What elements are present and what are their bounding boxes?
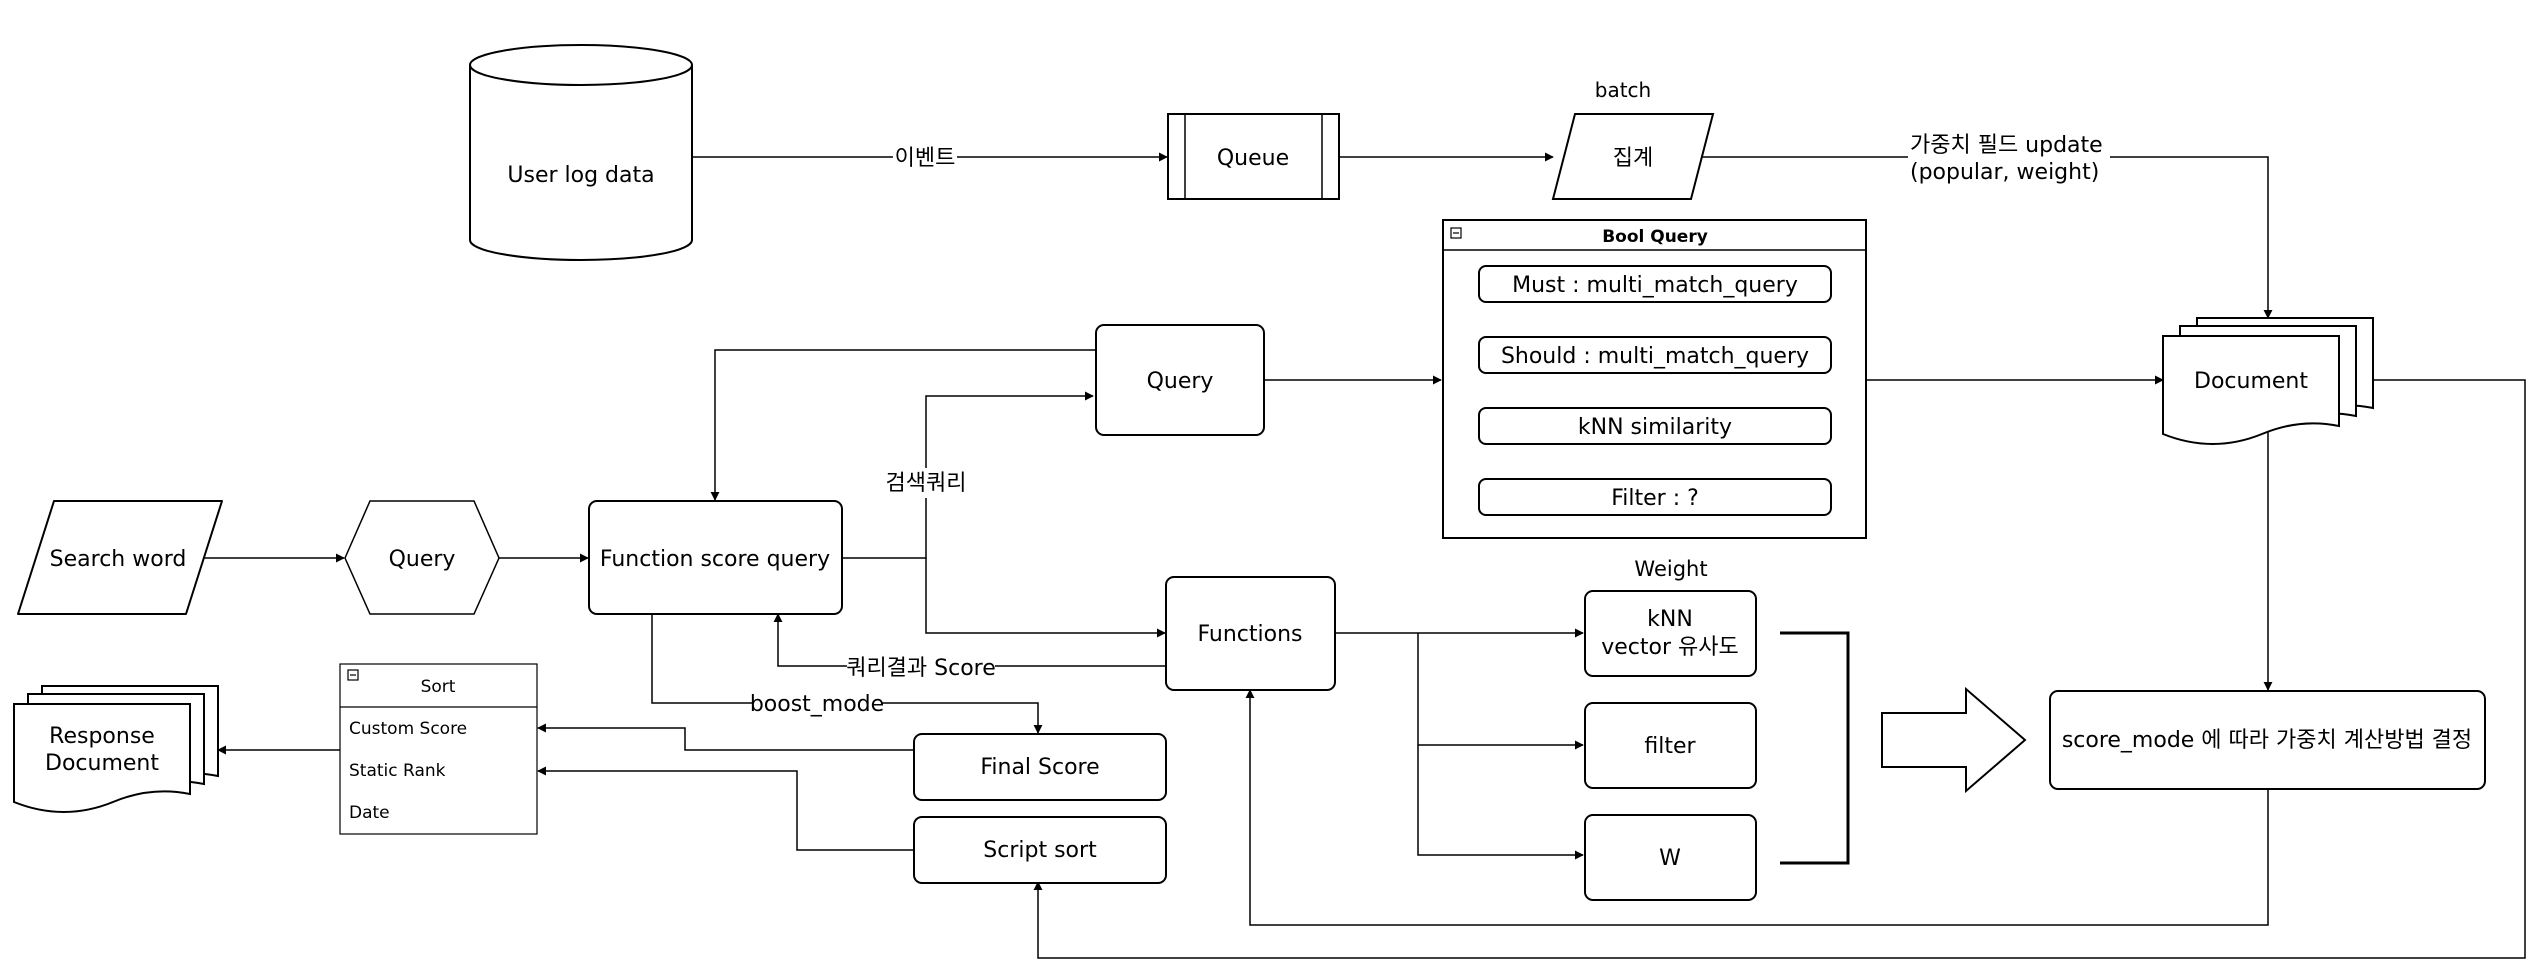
aggregate-label: 집계 (1613, 146, 1653, 171)
script-sort-node: Script sort (913, 816, 1167, 884)
queue-node: Queue (1167, 113, 1340, 200)
user-log-data-node: User log data (469, 44, 693, 261)
edge-score-mode-to-functions (1245, 689, 2269, 926)
weight-title: Weight (1634, 557, 1707, 581)
edges (200, 152, 2526, 959)
search-word-node: Search word (17, 500, 223, 615)
edge-label-search-query: 검색쿼리 (886, 471, 967, 496)
bool-query-should: Should : multi_match_query (1501, 344, 1809, 369)
weight-w-label: W (1659, 846, 1681, 871)
weight-filter-label: filter (1644, 734, 1696, 759)
response-document-node: Response Document (13, 685, 219, 813)
edge-function-score-to-query (843, 391, 1094, 559)
edge-label-boost-mode: boost_mode (750, 692, 884, 717)
edge-query-to-function-score-loop (710, 349, 1095, 501)
weight-w-node: W (1584, 814, 1757, 901)
edge-final-score-to-sort (537, 723, 913, 751)
edge-functions-to-function-score (773, 613, 1165, 667)
bool-query-knn: kNN similarity (1578, 415, 1732, 440)
document-label: Document (2194, 369, 2308, 394)
weight-knn-node: kNN vector 유사도 (1584, 590, 1757, 677)
edge-label-weight-update: 가중치 필드 update (1910, 133, 2103, 158)
bool-query-must: Must : multi_match_query (1512, 273, 1798, 298)
functions-node: Functions (1165, 576, 1336, 691)
functions-label: Functions (1197, 622, 1302, 647)
sort-item-static-rank: Static Rank (349, 761, 446, 781)
sort-container: Sort Custom Score Static Rank Date (339, 663, 538, 835)
bool-query-container: Bool Query Must : multi_match_query Shou… (1442, 219, 1867, 539)
bool-query-filter: Filter : ? (1611, 486, 1699, 511)
query-hexagon-node: Query (344, 500, 500, 615)
final-score-label: Final Score (980, 755, 1099, 780)
edge-script-sort-to-sort (537, 766, 913, 851)
edge-function-score-to-functions (925, 558, 1166, 638)
bool-query-title: Bool Query (1602, 227, 1708, 247)
sort-item-date: Date (349, 803, 390, 823)
weight-knn-vector-label: vector 유사도 (1601, 635, 1739, 660)
query-hexagon-label: Query (389, 547, 456, 572)
sort-title: Sort (421, 677, 456, 697)
query-label: Query (1147, 369, 1214, 394)
query-node: Query (1095, 324, 1265, 436)
edge-label-event: 이벤트 (895, 146, 956, 171)
edge-label-weight-update-fields: (popular, weight) (1910, 160, 2099, 185)
score-mode-node: score_mode 에 따라 가중치 계산방법 결정 (2049, 690, 2486, 790)
response-document-label-2: Document (45, 751, 159, 776)
document-node: Document (2162, 317, 2374, 445)
edge-functions-to-filter (1417, 633, 1584, 750)
weight-filter-node: filter (1584, 702, 1757, 789)
weight-bracket (1780, 631, 1850, 865)
function-score-query-label: Function score query (600, 547, 830, 572)
edge-document-to-script-sort (1033, 379, 2526, 959)
batch-label: batch (1595, 78, 1651, 102)
sort-item-custom-score: Custom Score (349, 719, 467, 739)
edge-label-query-result-score: 쿼리결과 Score (846, 656, 996, 681)
big-right-arrow (1881, 686, 2027, 794)
score-mode-label: score_mode 에 따라 가중치 계산방법 결정 (2062, 728, 2472, 753)
weight-knn-label: kNN (1647, 607, 1693, 632)
edge-aggregate-to-document (1693, 156, 2273, 319)
script-sort-label: Script sort (983, 838, 1097, 863)
edge-labels: 이벤트 가중치 필드 update (popular, weight) 검색쿼리… (750, 128, 2110, 718)
function-score-query-node: Function score query (588, 500, 843, 615)
response-document-label: Response (49, 724, 155, 749)
edge-functions-to-w (1417, 745, 1584, 860)
final-score-node: Final Score (913, 733, 1167, 801)
aggregate-node: 집계 (1551, 113, 1715, 200)
search-word-label: Search word (50, 547, 187, 572)
user-log-data-label: User log data (507, 163, 654, 188)
queue-label: Queue (1217, 146, 1289, 171)
